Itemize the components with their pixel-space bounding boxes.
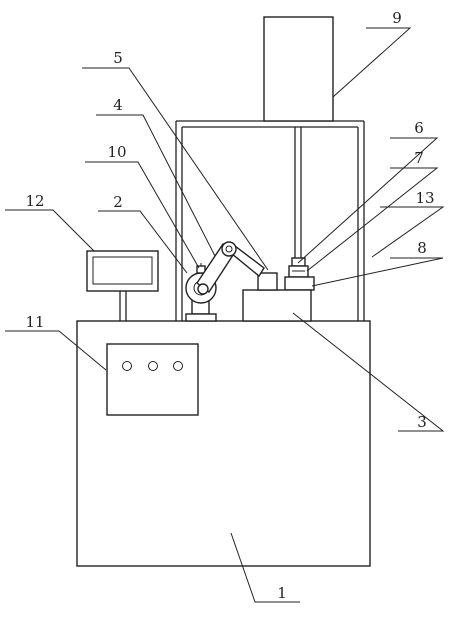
label-2: 2 [113, 193, 123, 211]
label-11: 11 [25, 313, 44, 331]
control-button [122, 361, 132, 371]
label-4: 4 [113, 96, 123, 114]
leader-lines [5, 27, 445, 603]
callout-labels: 1 2 3 4 5 6 7 8 9 10 11 12 13 [25, 9, 434, 602]
worktable [242, 289, 312, 322]
control-button [148, 361, 158, 371]
manipulator-arm [196, 241, 265, 295]
label-1: 1 [277, 584, 287, 602]
press-cylinder [263, 16, 334, 122]
label-10: 10 [107, 143, 126, 161]
label-7: 7 [414, 149, 424, 167]
control-panel [106, 343, 199, 416]
label-6: 6 [414, 119, 424, 137]
label-3: 3 [417, 413, 427, 431]
sensor [196, 263, 206, 274]
piston-rod [294, 127, 302, 258]
control-button [173, 361, 183, 371]
label-5: 5 [113, 49, 123, 67]
label-13: 13 [415, 189, 434, 207]
label-12: 12 [25, 192, 44, 210]
transfer-block [257, 272, 278, 291]
workpiece-seat [284, 276, 315, 291]
label-9: 9 [392, 9, 402, 27]
press-head [288, 257, 309, 278]
label-8: 8 [417, 239, 427, 257]
display-unit [86, 250, 159, 321]
